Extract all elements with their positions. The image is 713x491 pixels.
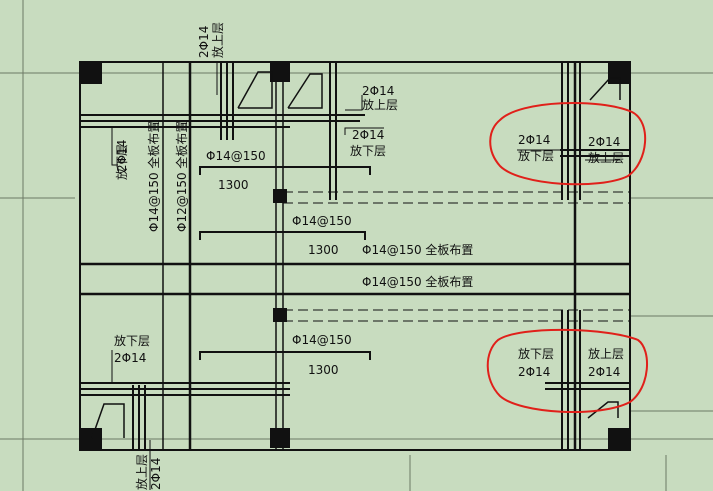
label-left-lower-num: 2Φ14 bbox=[114, 351, 146, 365]
label-right-top-b-txt: 放上层 bbox=[588, 150, 624, 165]
label-top-upper: 放上层 bbox=[210, 22, 225, 58]
label-vert-full-right: Φ12@150 全板布置 bbox=[174, 121, 189, 232]
rebar-horizontal bbox=[80, 114, 630, 396]
label-span1-bar: Φ14@150 bbox=[206, 149, 266, 163]
rebar-vertical bbox=[132, 62, 581, 450]
label-mid-lower-num: 2Φ14 bbox=[352, 128, 384, 142]
slab-outline bbox=[79, 61, 631, 451]
label-mid-upper-num: 2Φ14 bbox=[362, 84, 394, 98]
leader-lines bbox=[111, 62, 620, 490]
label-span2-bar: Φ14@150 bbox=[292, 214, 352, 228]
label-vert-full-left: Φ14@150 全板布置 bbox=[146, 121, 161, 232]
label-right-bot-a-num: 2Φ14 bbox=[518, 365, 550, 379]
span-brackets bbox=[199, 166, 371, 360]
bent-bars bbox=[91, 71, 621, 439]
highlight-circle-bottom bbox=[486, 328, 649, 414]
label-span2-len: 1300 bbox=[308, 243, 339, 257]
label-full-mid: Φ14@150 全板布置 bbox=[362, 274, 473, 289]
label-mid-lower-txt: 放下层 bbox=[350, 143, 386, 158]
label-span3-bar: Φ14@150 bbox=[292, 333, 352, 347]
label-right-top-b-num: 2Φ14 bbox=[588, 135, 620, 149]
dashed-lines bbox=[283, 191, 630, 322]
highlight-marks bbox=[486, 101, 649, 414]
label-left-lower-txt: 放下层 bbox=[114, 333, 150, 348]
label-top-2phi14: 2Φ14 bbox=[197, 26, 211, 58]
label-span3-len: 1300 bbox=[308, 363, 339, 377]
label-right-top-a-txt: 放下层 bbox=[518, 148, 554, 163]
label-right-top-a-num: 2Φ14 bbox=[518, 133, 550, 147]
label-left-upper-num: 2Φ14 bbox=[115, 140, 129, 172]
label-right-bot-a-txt: 放下层 bbox=[518, 346, 554, 361]
label-span2-full: Φ14@150 全板布置 bbox=[362, 242, 473, 257]
highlight-circle-top bbox=[489, 101, 646, 186]
label-span1-len: 1300 bbox=[218, 178, 249, 192]
label-bottom-2phi14: 2Φ14 bbox=[149, 458, 163, 490]
label-bottom-upper: 放上层 bbox=[134, 454, 149, 490]
label-mid-upper-txt: 放上层 bbox=[362, 97, 398, 112]
text-labels: 2Φ14 放上层 2Φ14 放上层 2Φ14 放下层 2Φ14 放下层 Φ14@… bbox=[114, 22, 624, 490]
label-left-upper-lower: 放下层 bbox=[114, 144, 129, 180]
label-right-bot-b-num: 2Φ14 bbox=[588, 365, 620, 379]
columns bbox=[80, 62, 630, 450]
label-right-bot-b-txt: 放上层 bbox=[588, 346, 624, 361]
